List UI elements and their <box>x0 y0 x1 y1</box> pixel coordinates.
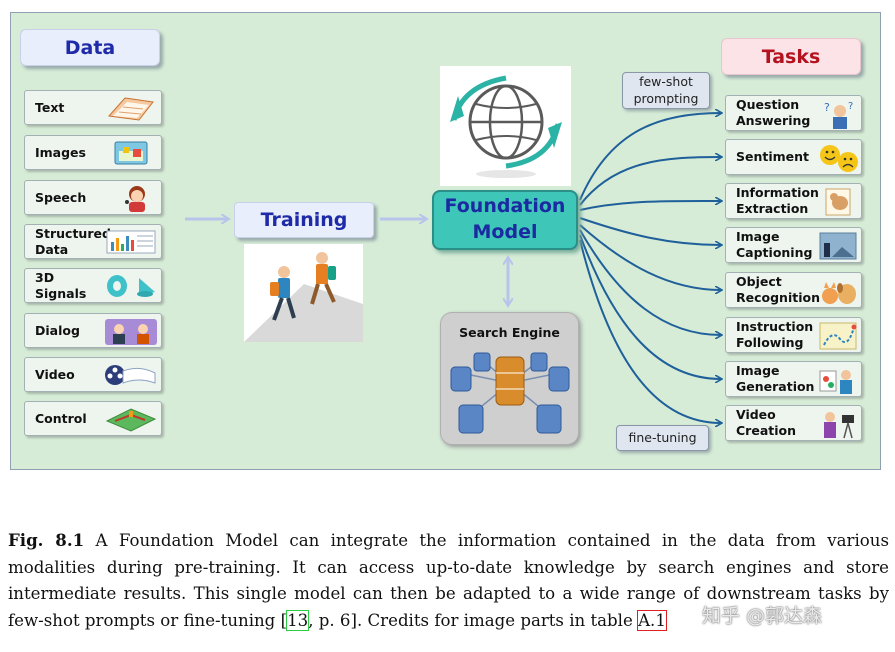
data-item-label: Structured Data <box>35 225 111 257</box>
data-item-label: Images <box>35 144 86 160</box>
svg-text:?: ? <box>824 101 830 114</box>
search-engine-label: Search Engine <box>459 325 560 340</box>
figure-number: Fig. 8.1 <box>8 530 85 550</box>
task-label: Sentiment <box>736 148 810 164</box>
task-image-captioning: Image Captioning <box>725 227 862 263</box>
data-item-dialog: Dialog <box>24 313 162 348</box>
task-sentiment: Sentiment <box>725 139 862 175</box>
data-item-label: Control <box>35 410 87 426</box>
foundation-model-line2: Model <box>472 221 538 243</box>
task-label: Instruction Following <box>736 318 814 350</box>
task-video-creation: Video Creation <box>725 405 862 441</box>
few-shot-prompting-note: few-shot prompting <box>622 72 710 109</box>
task-label: Image Captioning <box>736 228 813 260</box>
arrow-to-question-answering <box>579 113 721 201</box>
foundation-model-line1: Foundation <box>444 195 566 218</box>
speaking-girl-icon <box>125 186 145 212</box>
table-chart-icon <box>106 230 156 254</box>
arrow-to-information-extraction <box>579 201 721 211</box>
task-label: Image Generation <box>736 362 815 394</box>
photo-icon <box>114 141 148 165</box>
data-item-speech: Speech <box>24 180 162 215</box>
task-label: Information Extraction <box>736 184 819 216</box>
task-label: Question Answering <box>736 96 811 128</box>
globe-icon <box>440 66 571 186</box>
foundation-model-box: Foundation Model <box>432 190 578 250</box>
task-label: Object Recognition <box>736 273 820 305</box>
task-information-extraction: Information Extraction <box>725 183 862 219</box>
dog-document-icon <box>825 188 851 216</box>
climbers-illustration <box>244 244 363 342</box>
task-object-recognition: Object Recognition <box>725 272 862 308</box>
data-header: Data <box>20 29 160 66</box>
data-item-control: Control <box>24 401 162 436</box>
data-item-label: Speech <box>35 189 87 205</box>
fine-tuning-note: fine-tuning <box>616 425 709 451</box>
data-item-3d-signals: 3D Signals <box>24 268 162 303</box>
arrow-to-image-generation <box>579 234 721 379</box>
photo-caption-icon <box>819 232 857 260</box>
data-item-text: Text <box>24 90 162 125</box>
task-image-generation: Image Generation <box>725 361 862 397</box>
painter-icon <box>819 370 852 394</box>
caption-text: A Foundation Model can integrate the inf… <box>8 531 889 630</box>
citation-link[interactable]: 13 <box>286 609 310 631</box>
arrow-to-video-creation <box>579 239 721 423</box>
tasks-header: Tasks <box>721 38 861 75</box>
task-label: Video Creation <box>736 406 796 438</box>
dialog-people-icon <box>105 319 157 345</box>
data-item-images: Images <box>24 135 162 170</box>
database-cluster-icon <box>450 352 570 434</box>
task-instruction-following: Instruction Following <box>725 317 862 353</box>
game-board-icon <box>105 408 157 432</box>
film-reel-icon <box>105 365 156 385</box>
data-item-label: Dialog <box>35 322 80 338</box>
3d-shapes-icon <box>107 275 155 297</box>
task-question-answering: Question Answering ? ? <box>725 95 862 131</box>
arrow-to-sentiment <box>579 157 721 206</box>
camera-operator-icon <box>824 412 854 439</box>
thinking-person-icon: ? ? <box>824 101 853 129</box>
arrow-to-image-captioning <box>579 217 721 245</box>
data-item-label: 3D Signals <box>35 269 87 301</box>
data-item-label: Text <box>35 99 65 115</box>
figure-caption: Fig. 8.1 A Foundation Model can integrat… <box>8 527 889 634</box>
data-item-structured-data: Structured Data <box>24 224 162 259</box>
training-box: Training <box>234 202 374 238</box>
cat-dog-icon <box>822 282 856 304</box>
caption-text-continued: , p. 6]. Credits for image parts in tabl… <box>308 610 639 630</box>
map-icon <box>819 322 857 350</box>
watermark: 知乎 @郭达森 <box>702 605 823 627</box>
arrow-to-object-recognition <box>579 224 721 290</box>
search-engine-box: Search Engine <box>440 312 579 445</box>
table-reference-link[interactable]: A.1 <box>637 609 667 631</box>
data-item-label: Video <box>35 366 75 382</box>
arrow-to-instruction-following <box>579 229 721 335</box>
smiley-faces-icon <box>820 145 858 172</box>
svg-text:?: ? <box>848 101 853 112</box>
book-icon <box>108 97 154 121</box>
data-item-video: Video <box>24 357 162 392</box>
